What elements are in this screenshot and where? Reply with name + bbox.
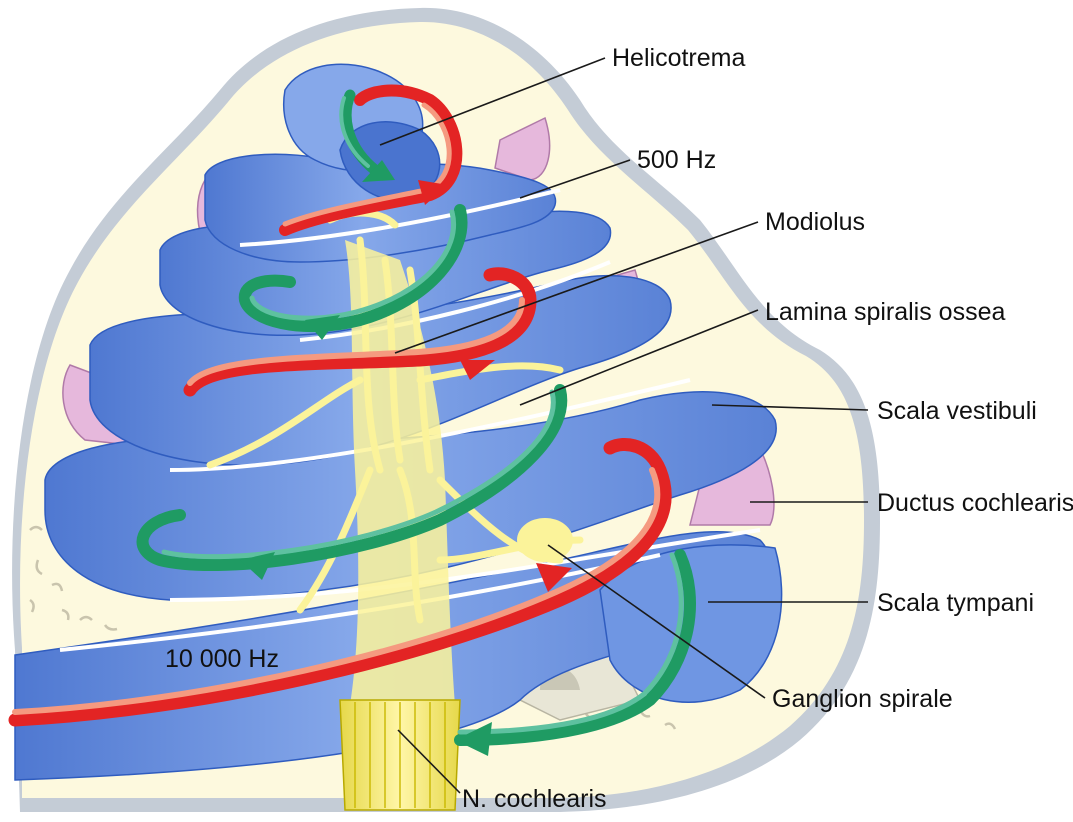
label-scala-tympani: Scala tympani [877, 589, 1034, 617]
label-scala-vestibuli: Scala vestibuli [877, 397, 1037, 425]
label-ductus-cochlearis: Ductus cochlearis [877, 489, 1073, 517]
label-n-cochlearis: N. cochlearis [462, 785, 607, 813]
label-500hz: 500 Hz [637, 146, 716, 174]
ganglion-blob [517, 518, 573, 562]
label-modiolus: Modiolus [765, 208, 865, 236]
label-ganglion-spirale: Ganglion spirale [772, 685, 953, 713]
label-lamina-spiralis-ossea: Lamina spiralis ossea [765, 298, 1005, 326]
label-10000hz: 10 000 Hz [165, 645, 279, 673]
cochlear-nerve-trunk [340, 700, 460, 810]
label-helicotrema: Helicotrema [612, 44, 745, 72]
